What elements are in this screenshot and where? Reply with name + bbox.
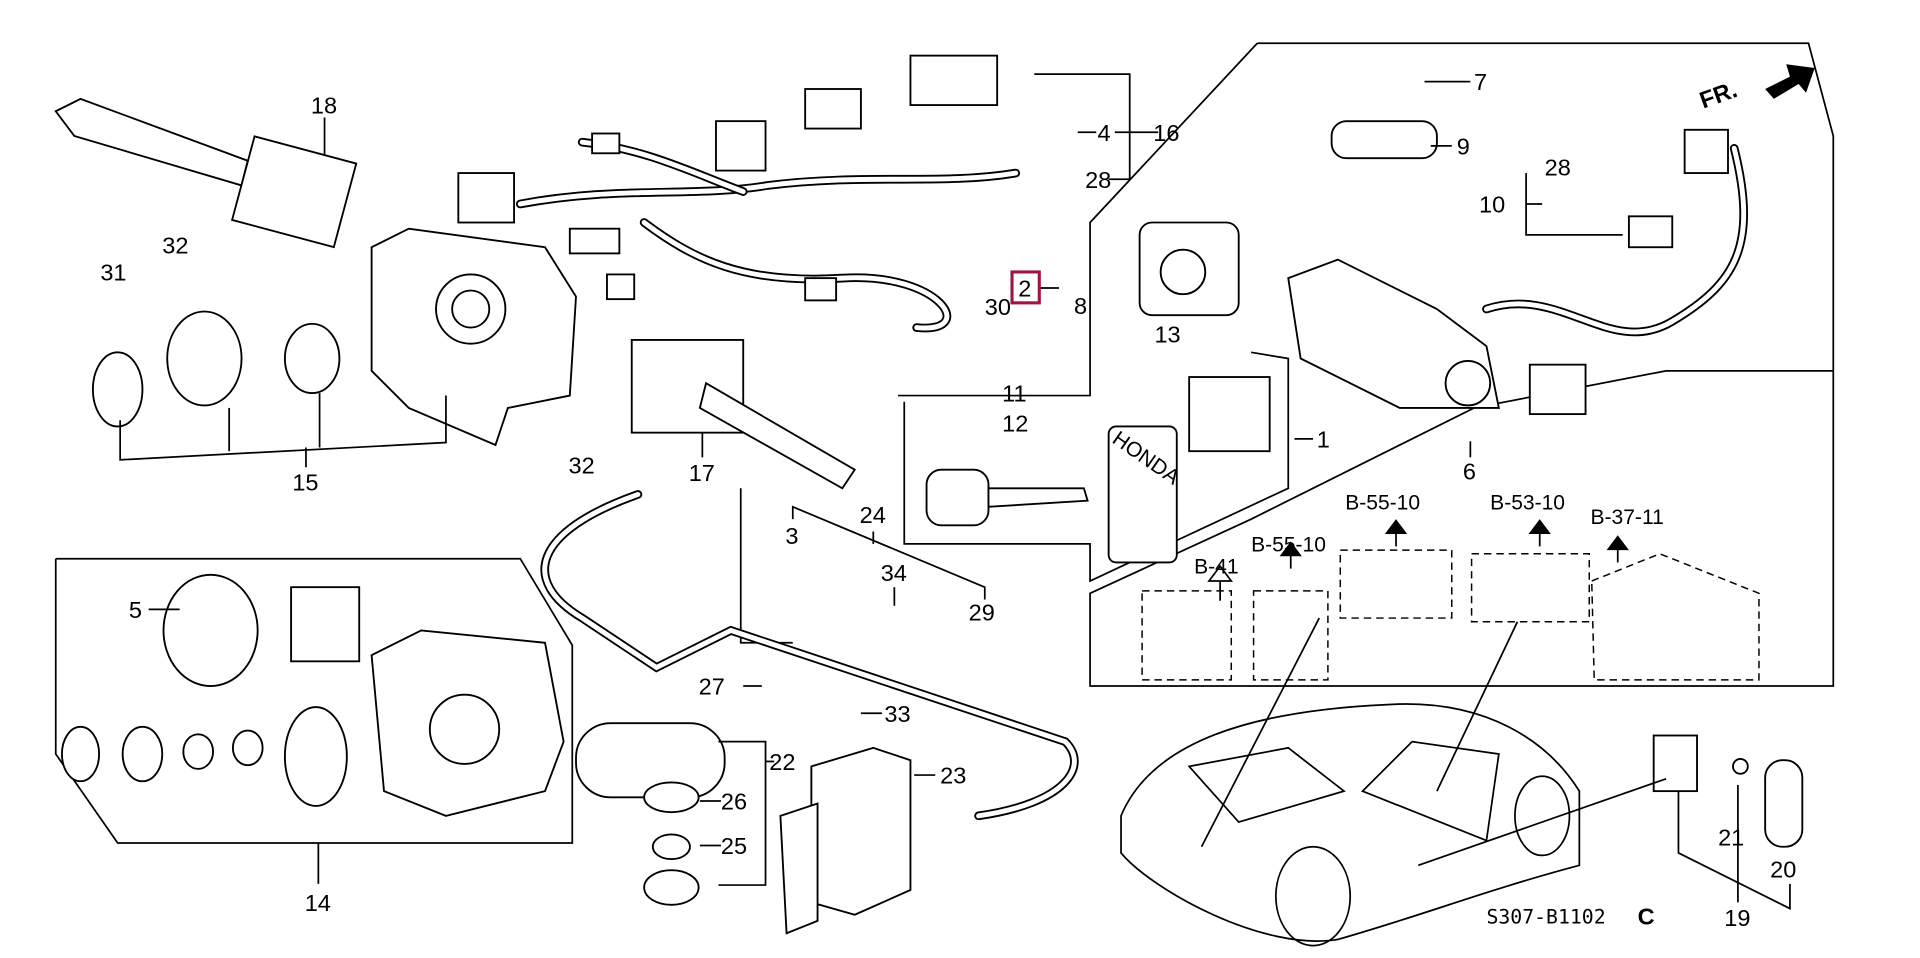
part-label-28a[interactable]: 28 — [1085, 167, 1111, 193]
part-label-6[interactable]: 6 — [1463, 459, 1476, 485]
part-2-highlight-box[interactable] — [1010, 270, 1041, 305]
part-label-30[interactable]: 30 — [985, 294, 1011, 320]
part-label-25[interactable]: 25 — [721, 833, 747, 859]
part-label-13[interactable]: 13 — [1154, 321, 1180, 347]
ref-box-b37 — [1590, 552, 1760, 681]
combination-switch-18 — [54, 97, 358, 249]
ref-label-b37[interactable]: B-37-11 — [1591, 506, 1664, 529]
part-label-5[interactable]: 5 — [129, 597, 142, 623]
part-label-34[interactable]: 34 — [881, 560, 907, 586]
wiper-switch-17 — [630, 339, 857, 490]
key-tag-11: HONDA — [1107, 425, 1184, 564]
ref-box-b55b — [1339, 549, 1453, 619]
part-label-4[interactable]: 4 — [1097, 120, 1110, 146]
ref-label-b55-a[interactable]: B-55-10 — [1251, 533, 1326, 556]
ignition-switch-parts — [1138, 120, 1749, 453]
ref-box-b41 — [1141, 590, 1233, 681]
part-label-16[interactable]: 16 — [1153, 120, 1179, 146]
car-outline — [1120, 703, 1581, 947]
ref-label-b53[interactable]: B-53-10 — [1490, 491, 1565, 514]
group-1-frame — [898, 42, 1258, 397]
rings-15 — [91, 310, 341, 428]
part-label-28b[interactable]: 28 — [1545, 155, 1571, 181]
part-label-29[interactable]: 29 — [969, 600, 995, 626]
part-label-21[interactable]: 21 — [1718, 825, 1744, 851]
part-label-22[interactable]: 22 — [769, 749, 795, 775]
front-direction-arrow: FR. — [1696, 64, 1815, 113]
group-24-frame — [739, 488, 793, 644]
part-label-23[interactable]: 23 — [940, 763, 966, 789]
part-label-18[interactable]: 18 — [311, 93, 337, 119]
ref-box-b55a — [1252, 590, 1329, 681]
part-label-24[interactable]: 24 — [860, 502, 886, 528]
part-label-8[interactable]: 8 — [1074, 293, 1087, 319]
part-label-9[interactable]: 9 — [1457, 134, 1470, 160]
reference-arrows — [1207, 519, 1629, 601]
ref-label-b41[interactable]: B-41 — [1194, 556, 1238, 579]
leader-lines — [119, 73, 1791, 910]
part-label-10[interactable]: 10 — [1479, 192, 1505, 218]
switch-19-21-20 — [1652, 734, 1804, 848]
control-unit-23 — [779, 746, 912, 935]
part-label-33[interactable]: 33 — [884, 701, 910, 727]
diagram-code-suffix: C — [1638, 904, 1655, 930]
part-label-1[interactable]: 1 — [1317, 427, 1330, 453]
part-label-12[interactable]: 12 — [1002, 410, 1028, 436]
grommets-22-25-26 — [575, 722, 726, 906]
part-label-2[interactable]: 2 — [1018, 276, 1031, 302]
front-indicator-label: FR. — [1696, 76, 1741, 113]
part-label-26[interactable]: 26 — [721, 789, 747, 815]
part-label-32a[interactable]: 32 — [162, 232, 188, 258]
part-label-20[interactable]: 20 — [1770, 857, 1796, 883]
part-label-7[interactable]: 7 — [1474, 69, 1487, 95]
part-label-11[interactable]: 11 — [1002, 381, 1026, 407]
cable-reel-housing — [370, 227, 577, 447]
part-label-15[interactable]: 15 — [292, 470, 318, 496]
part-label-3[interactable]: 3 — [785, 523, 798, 549]
assembly-14-parts — [61, 573, 565, 817]
wire-harness — [457, 54, 1021, 333]
part-label-19[interactable]: 19 — [1724, 905, 1750, 931]
part-labels: 1 2 3 4 5 6 7 8 9 10 11 12 13 14 15 16 1… — [100, 69, 1796, 931]
reference-labels: B-41 B-55-10 B-55-10 B-53-10 B-37-11 — [1194, 491, 1664, 578]
group-1-inner-frame — [903, 351, 1290, 583]
group-14-frame — [54, 557, 574, 844]
part-label-17[interactable]: 17 — [689, 460, 715, 486]
ref-box-b53 — [1470, 553, 1591, 623]
ref-label-b55-b[interactable]: B-55-10 — [1345, 491, 1420, 514]
part-label-32b[interactable]: 32 — [569, 452, 595, 478]
part-label-31[interactable]: 31 — [100, 260, 126, 286]
part-label-27[interactable]: 27 — [699, 674, 725, 700]
diagram-code: S307-B1102 — [1486, 905, 1605, 928]
key-12 — [925, 468, 1089, 527]
part-label-14[interactable]: 14 — [305, 890, 331, 916]
